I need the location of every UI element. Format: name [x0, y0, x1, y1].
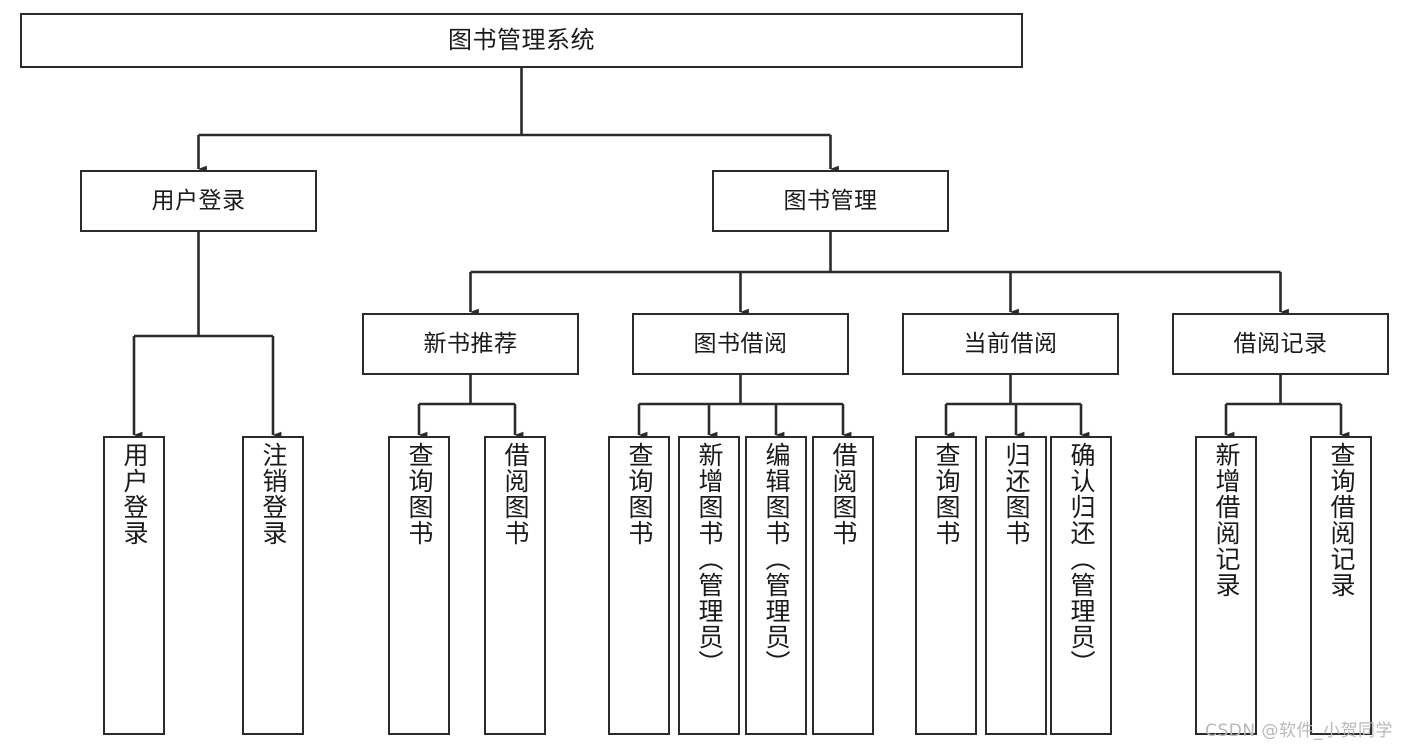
leaf-add-book[interactable]: 新增图书（管理员）: [678, 436, 740, 735]
node-borrow-record-label: 借阅记录: [1233, 330, 1328, 357]
leaf-query-book-current-label: 查询图书: [932, 442, 961, 546]
node-book-borrow[interactable]: 图书借阅: [632, 313, 849, 375]
leaf-add-borrow-record-label: 新增借阅记录: [1212, 442, 1241, 598]
node-book-borrow-label: 图书借阅: [693, 330, 788, 357]
leaf-add-borrow-record[interactable]: 新增借阅记录: [1195, 436, 1257, 735]
leaf-edit-book[interactable]: 编辑图书（管理员）: [745, 436, 807, 735]
leaf-return-book-label: 归还图书: [1002, 442, 1031, 546]
leaf-query-book-borrow[interactable]: 查询图书: [608, 436, 670, 735]
leaf-add-book-label: 新增图书（管理员）: [695, 442, 724, 676]
node-current-borrow-label: 当前借阅: [963, 330, 1058, 357]
leaf-edit-book-label: 编辑图书（管理员）: [762, 442, 791, 676]
leaf-user-login-label: 用户登录: [120, 442, 149, 546]
leaf-logout-label: 注销登录: [259, 442, 288, 546]
node-user-login[interactable]: 用户登录: [80, 170, 317, 232]
leaf-confirm-return-label: 确认归还（管理员）: [1067, 442, 1096, 676]
node-borrow-record[interactable]: 借阅记录: [1172, 313, 1389, 375]
leaf-query-book-recommend[interactable]: 查询图书: [388, 436, 450, 735]
leaf-logout[interactable]: 注销登录: [242, 436, 304, 735]
node-book-management-label: 图书管理: [783, 187, 878, 214]
leaf-borrow-book-recommend[interactable]: 借阅图书: [484, 436, 546, 735]
node-new-book-recommend[interactable]: 新书推荐: [362, 313, 579, 375]
leaf-query-borrow-record-label: 查询借阅记录: [1327, 442, 1356, 598]
node-root-label: 图书管理系统: [448, 25, 595, 54]
leaf-borrow-book-recommend-label: 借阅图书: [501, 442, 530, 546]
leaf-borrow-book-label: 借阅图书: [829, 442, 858, 546]
leaf-user-login[interactable]: 用户登录: [103, 436, 165, 735]
leaf-query-book-current[interactable]: 查询图书: [915, 436, 977, 735]
leaf-query-borrow-record[interactable]: 查询借阅记录: [1310, 436, 1372, 735]
node-user-login-label: 用户登录: [151, 187, 246, 214]
node-new-book-recommend-label: 新书推荐: [423, 330, 518, 357]
leaf-confirm-return[interactable]: 确认归还（管理员）: [1050, 436, 1112, 735]
node-book-management[interactable]: 图书管理: [712, 170, 949, 232]
leaf-query-book-borrow-label: 查询图书: [625, 442, 654, 546]
leaf-return-book[interactable]: 归还图书: [985, 436, 1047, 735]
watermark: CSDN @软件_小贺同学: [1205, 721, 1393, 741]
leaf-query-book-recommend-label: 查询图书: [405, 442, 434, 546]
node-current-borrow[interactable]: 当前借阅: [902, 313, 1119, 375]
leaf-borrow-book[interactable]: 借阅图书: [812, 436, 874, 735]
node-root[interactable]: 图书管理系统: [20, 13, 1023, 68]
